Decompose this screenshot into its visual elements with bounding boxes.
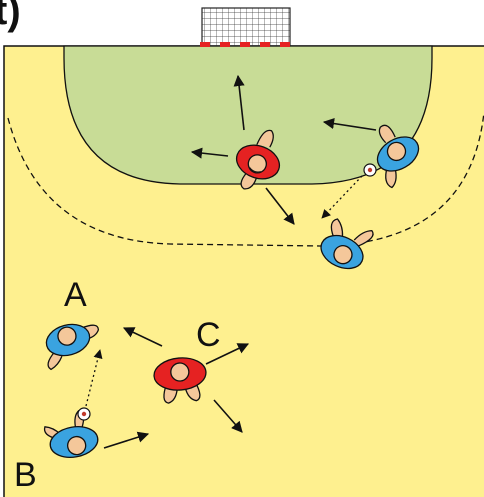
ball-wing [363, 163, 377, 177]
arrow-red-c-upper-left [122, 327, 163, 347]
goal-area [63, 45, 433, 185]
label-b: B [14, 456, 37, 494]
goal-line-stripes [200, 42, 290, 47]
arrow-red-defender-left [190, 147, 229, 159]
player-blue-wing [376, 124, 420, 189]
goal [200, 7, 291, 47]
player-blue-b [43, 410, 99, 458]
player-red-c [153, 357, 207, 404]
arrow-red-c-lower-right [213, 399, 243, 433]
title-fragment: t) [0, 0, 21, 33]
label-c: C [196, 316, 221, 354]
arrow-red-c-right [205, 343, 250, 365]
movement-arrows [103, 74, 377, 449]
arrow-red-defender-forward [233, 74, 245, 131]
player-blue-a [45, 323, 100, 371]
player-red-defender [235, 129, 281, 190]
arrow-b-right [103, 431, 150, 449]
player-blue-pivot [320, 218, 374, 270]
arrow-red-defender-back [265, 187, 295, 225]
arrow-blue-wing-left [322, 117, 377, 131]
ball-b [77, 407, 91, 421]
free-throw-line [7, 111, 484, 247]
label-a: A [64, 276, 87, 314]
